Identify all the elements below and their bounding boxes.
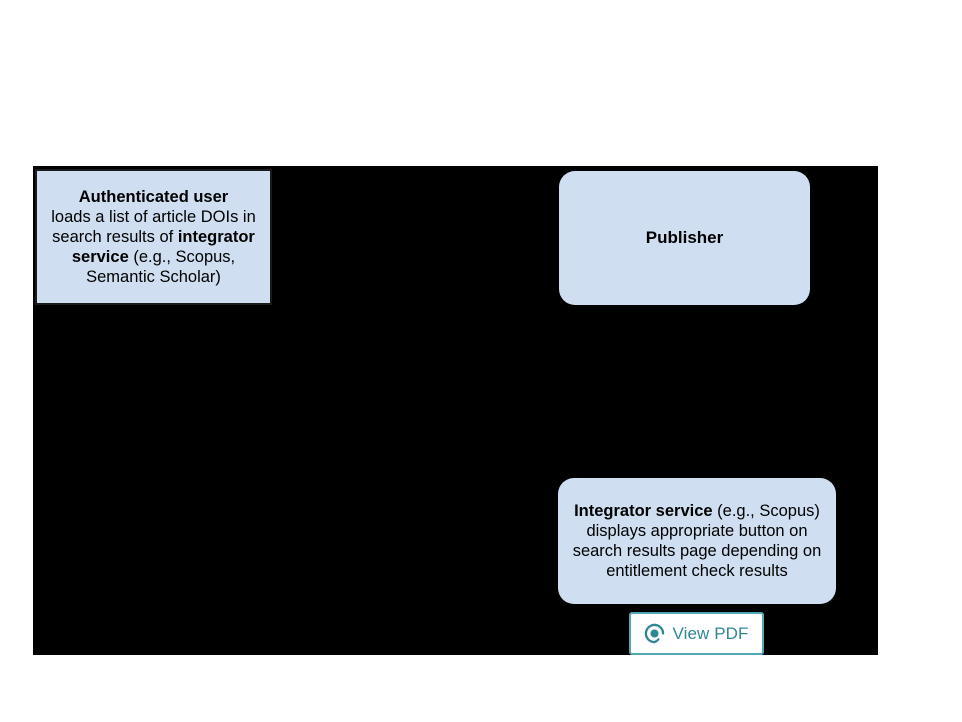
view-pdf-button[interactable]: View PDF [629,612,764,655]
node-integrator-service-body: (e.g., Scopus) displays appropriate butt… [572,501,822,581]
open-access-icon [644,623,665,644]
node-publisher: Publisher [559,171,810,305]
node-authenticated-user-lead: Authenticated user [78,187,229,206]
node-integrator-service: Integrator service (e.g., Scopus) displa… [558,478,836,604]
view-pdf-button-label: View PDF [672,623,749,643]
node-publisher-label: Publisher [645,227,724,247]
node-integrator-service-emphasis: Integrator service [574,501,713,520]
node-authenticated-user-emphasis: integrator service [71,227,255,267]
node-authenticated-user-body-before: loads a list of article DOIs in search r… [51,207,256,246]
node-authenticated-user-body-after: (e.g., Scopus, Semantic Scholar) [86,248,236,287]
node-integrator-service-text: Integrator service (e.g., Scopus) displa… [558,501,836,582]
